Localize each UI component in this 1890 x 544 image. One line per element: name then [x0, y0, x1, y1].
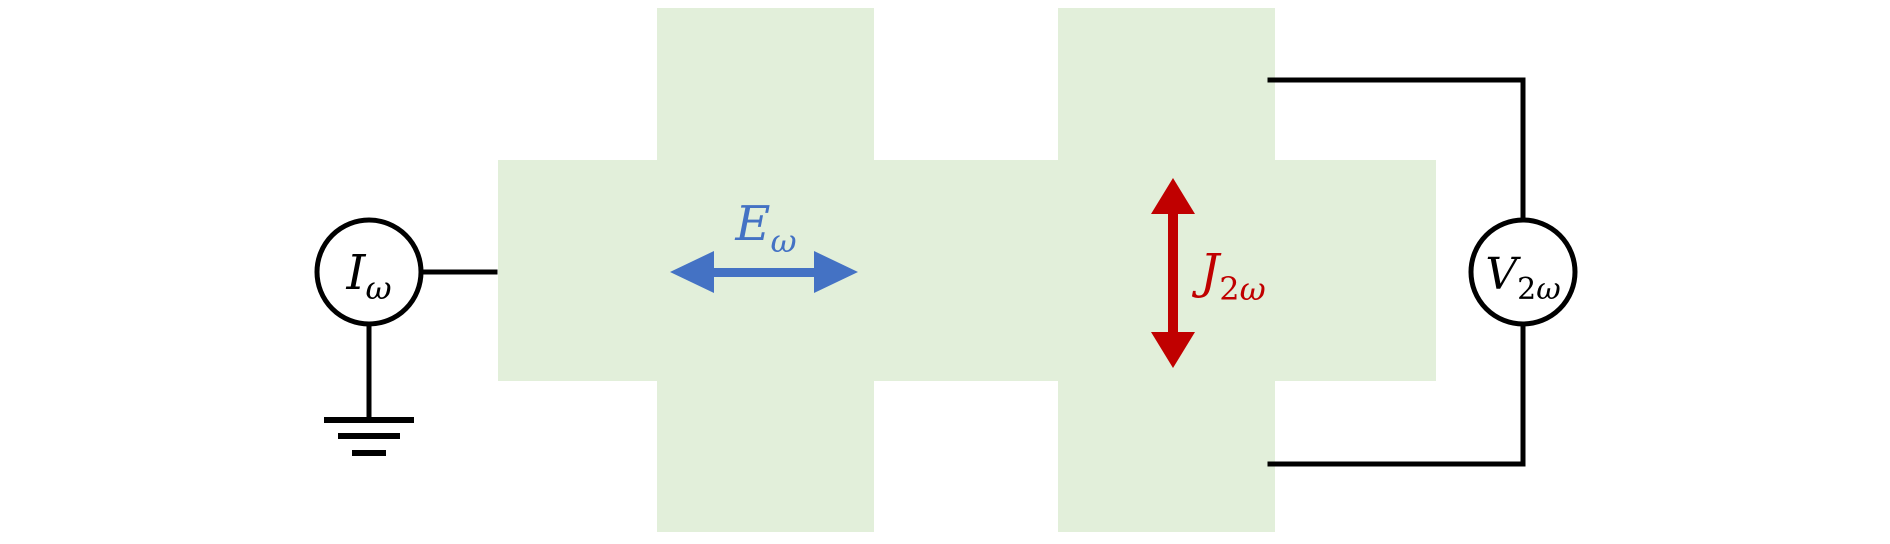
e-field-subscript: ω [770, 222, 796, 260]
voltmeter-symbol: V [1485, 249, 1521, 300]
double-headed-horizontal-arrow-icon [670, 251, 858, 293]
current-source-circle [314, 217, 424, 327]
wires [366, 77, 1526, 467]
voltmeter-circle [1468, 217, 1578, 327]
e-field-symbol: E [734, 196, 770, 252]
current-source: Iω [314, 217, 424, 327]
voltmeter-subscript-number: 2 [1517, 272, 1536, 307]
e-field-label: Eω [734, 196, 796, 260]
voltmeter: V2ω [1468, 217, 1578, 327]
voltmeter-top-wire [1267, 77, 1526, 225]
voltmeter-bottom-wire [1267, 319, 1526, 467]
voltmeter-subscript-greek: ω [1536, 272, 1560, 307]
current-source-symbol: I [345, 245, 366, 301]
hall-bar-device [498, 8, 1436, 532]
j-current-subscript-number: 2 [1219, 270, 1239, 308]
current-source-subscript: ω [365, 269, 391, 307]
j-current-subscript-greek: ω [1240, 270, 1266, 308]
double-headed-vertical-arrow-icon [1151, 178, 1195, 368]
ground-symbol-icon [324, 417, 414, 456]
voltmeter-label: V2ω [1485, 249, 1560, 307]
device-main-bar [498, 160, 1436, 381]
current-source-label: Iω [345, 245, 391, 307]
device-right-arm [1058, 8, 1275, 532]
